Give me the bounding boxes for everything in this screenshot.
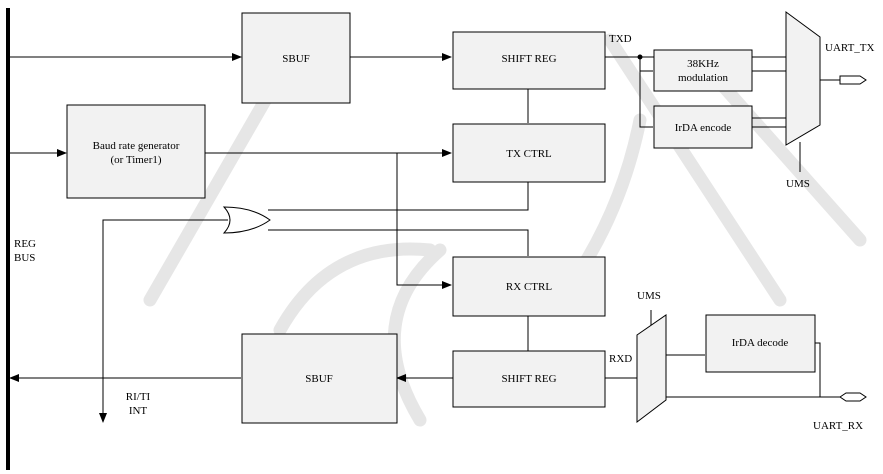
- sbuf-rx-block: SBUF: [241, 333, 398, 424]
- irda-decode-block: IrDA decode: [705, 314, 816, 373]
- txd-label: TXD: [609, 33, 632, 45]
- baud-rate-generator-block: Baud rate generator (or Timer1): [66, 104, 206, 199]
- irda-encode-label: IrDA encode: [675, 122, 732, 134]
- reg-bus-bar: [6, 8, 10, 470]
- or-gate: [222, 206, 271, 234]
- baud-to-rxctrl-arrow: [396, 153, 452, 289]
- sbuf-rx-label: SBUF: [305, 373, 333, 385]
- tx-ctrl-block: TX CTRL: [452, 123, 606, 183]
- sbuf-tx-block: SBUF: [241, 12, 351, 104]
- ums-rx-label: UMS: [637, 290, 661, 302]
- baud-label-line1: Baud rate generator: [93, 140, 180, 152]
- connections: [9, 53, 840, 423]
- tx-mux: [785, 11, 821, 146]
- uart-tx-label: UART_TX: [825, 42, 875, 54]
- rx-ctrl-block: RX CTRL: [452, 256, 606, 317]
- txd-to-irda-line: [639, 57, 653, 128]
- or-to-int-arrow: [99, 219, 228, 423]
- uart-rx-label: UART_RX: [813, 420, 863, 432]
- ums-tx-label: UMS: [786, 178, 810, 190]
- riti-label: RI/TI: [126, 391, 151, 403]
- uart-tx-port: [839, 75, 867, 85]
- baud-label-line2: (or Timer1): [110, 154, 161, 166]
- txctrl-to-or-line: [268, 182, 529, 211]
- rx-ctrl-label: RX CTRL: [506, 281, 552, 293]
- shift-reg-rx-block: SHIFT REG: [452, 350, 606, 408]
- rxd-label: RXD: [609, 353, 632, 365]
- irda-decode-label: IrDA decode: [732, 337, 789, 349]
- bus-label: BUS: [14, 252, 35, 264]
- mod-label-line2: modulation: [678, 72, 729, 84]
- rx-mux: [636, 314, 667, 424]
- mod-label-line1: 38KHz: [687, 58, 719, 70]
- rxctrl-to-or-line: [268, 229, 529, 256]
- uart-rx-port: [839, 392, 867, 402]
- sbuf-tx-label: SBUF: [282, 53, 310, 65]
- txd-to-mod-line: [639, 57, 653, 72]
- shift-reg-rx-label: SHIFT REG: [501, 373, 556, 385]
- reg-label: REG: [14, 238, 36, 250]
- modulation-block: 38KHz modulation: [653, 49, 753, 92]
- shift-reg-tx-label: SHIFT REG: [501, 53, 556, 65]
- irda-decode-to-uart-rx-line: [815, 342, 840, 398]
- irda-encode-block: IrDA encode: [653, 105, 753, 149]
- tx-ctrl-label: TX CTRL: [506, 148, 552, 160]
- int-label: INT: [129, 405, 148, 417]
- shift-reg-tx-block: SHIFT REG: [452, 31, 606, 90]
